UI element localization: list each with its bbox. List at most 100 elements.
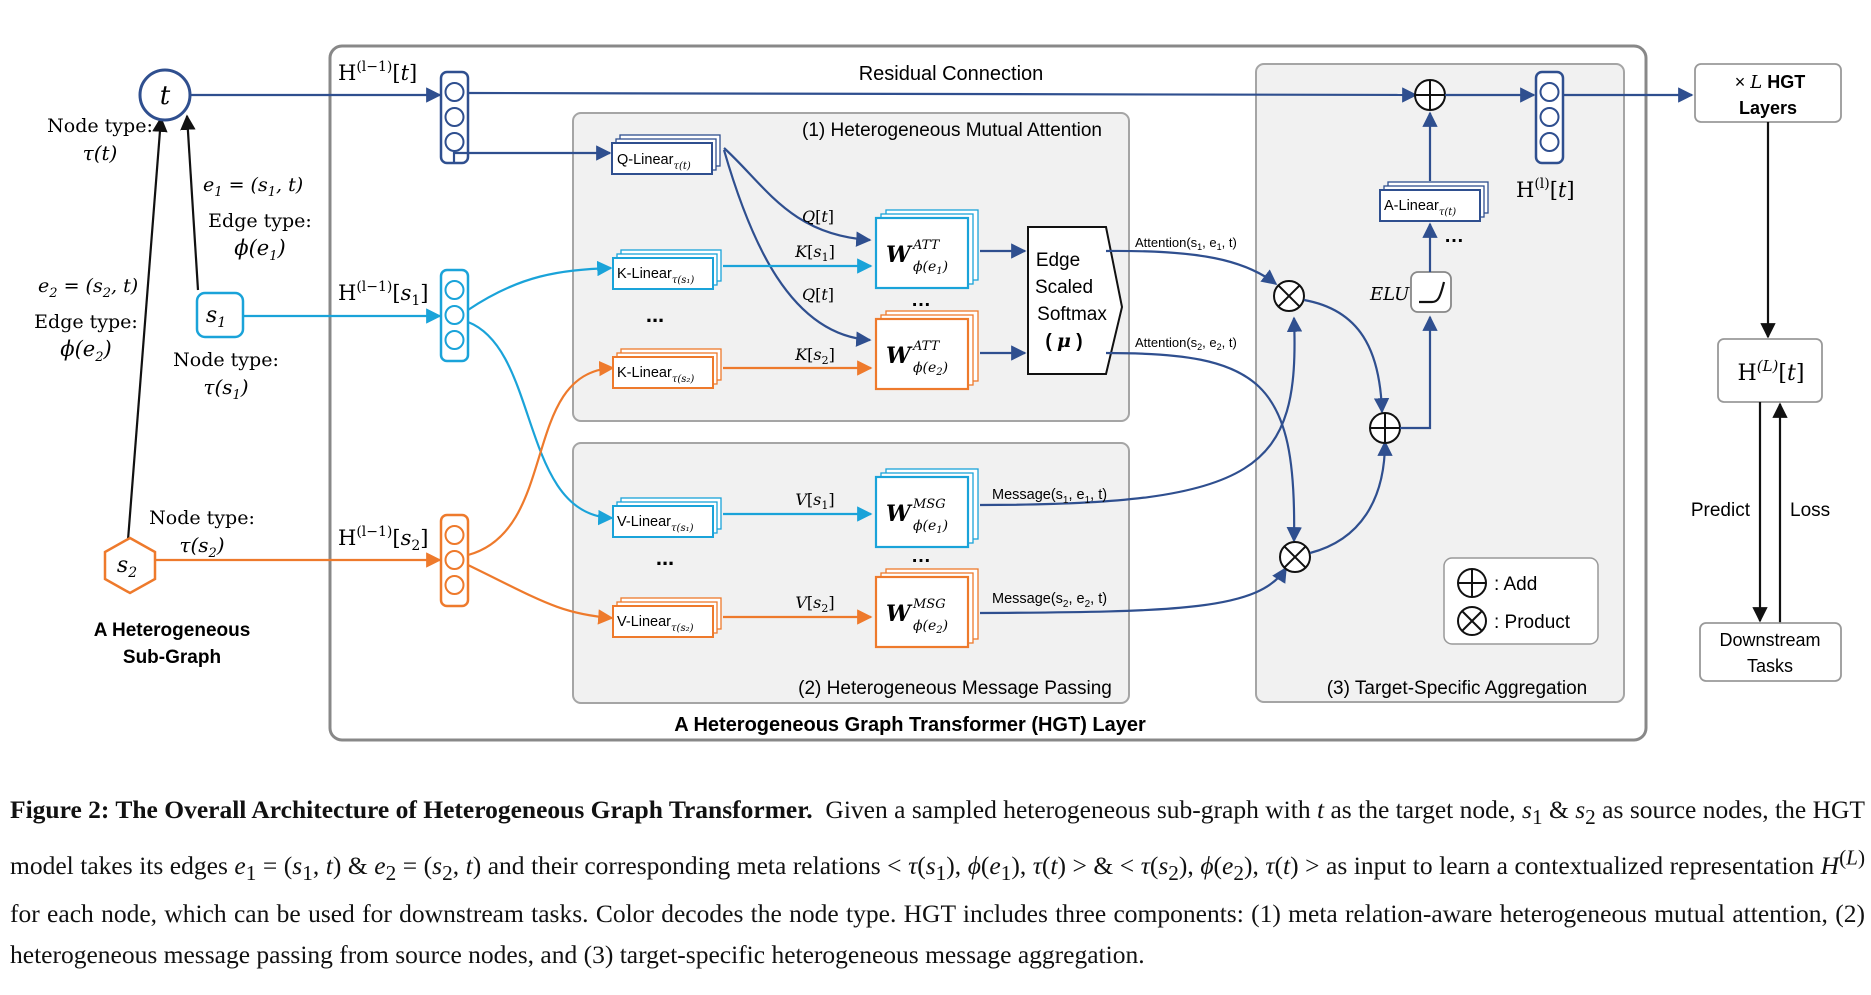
w-att-e2-box: W ATT ϕ(e2)	[874, 310, 979, 391]
s2-node-type-label: Node type:	[149, 507, 255, 529]
q-t-top-label: Q[t]	[802, 207, 834, 226]
softmax-line3: Softmax	[1037, 304, 1107, 325]
a-linear-ellipsis: …	[1444, 225, 1464, 247]
s1-node-type-label: Node type:	[173, 349, 279, 371]
product-icon-1	[1273, 280, 1305, 312]
svg-text:ϕ(e2): ϕ(e2)	[913, 360, 948, 378]
vector-s1	[439, 268, 470, 363]
caption-title: Figure 2: The Overall Architecture of He…	[10, 795, 813, 824]
v-linear-s1-box: V-Linearτ(s₁)	[612, 497, 722, 538]
tasks-line1: Downstream	[1719, 630, 1820, 650]
node-s2	[103, 536, 157, 595]
softmax-line1: Edge	[1036, 250, 1080, 271]
predict-label: Predict	[1691, 500, 1751, 521]
edge-wmsg1-to-product1	[979, 316, 1303, 507]
main-title: A Heterogeneous Graph Transformer (HGT) …	[674, 714, 1146, 736]
s1-node-type-value: τ(s1)	[203, 375, 248, 403]
edge-add-to-elu	[1400, 315, 1438, 430]
elu-box	[1410, 271, 1452, 313]
v-s1-label: V[s1]	[795, 490, 834, 512]
edge-vt-to-qlinear	[452, 145, 612, 163]
subgraph-title-line1: A Heterogeneous	[94, 620, 251, 641]
edge-vs1-to-vlinear1	[467, 320, 614, 526]
edge-product2-to-add	[1309, 440, 1393, 555]
q-linear-box: Q-Linearτ(t)	[611, 134, 721, 175]
edge-softmax-to-product2	[1105, 351, 1302, 543]
svg-text:W: W	[886, 343, 913, 369]
legend-product-label: : Product	[1494, 612, 1571, 633]
add-icon-aggregate	[1369, 412, 1401, 444]
s2-node-type-value: τ(s2)	[179, 533, 224, 561]
v-s2-label: V[s2]	[795, 593, 834, 615]
downstream-tasks-box	[1699, 622, 1842, 682]
q-t-bottom-label: Q[t]	[802, 285, 834, 304]
softmax-line4: ( μ )	[1045, 330, 1082, 352]
legend-add-label: : Add	[1494, 574, 1537, 595]
svg-text:MSG: MSG	[912, 497, 946, 512]
final-embedding-box	[1717, 338, 1823, 403]
layers-line2: Layers	[1739, 98, 1797, 118]
figure-caption: Figure 2: The Overall Architecture of He…	[10, 790, 1865, 976]
e2-definition: e2 = (s2, t)	[38, 275, 138, 301]
k-s2-label: K[s2]	[794, 345, 835, 367]
a-linear-box: A-Linearτ(t)	[1379, 181, 1489, 222]
tasks-line2: Tasks	[1747, 656, 1793, 676]
k-linear-s1-box: K-Linearτ(s₁)	[612, 249, 722, 290]
legend-add-icon	[1457, 568, 1487, 598]
edge-q-to-watt1	[723, 147, 872, 247]
vector-t	[439, 70, 470, 165]
e2-edge-type-label: Edge type:	[34, 311, 138, 333]
attention-panel-title: (1) Heterogeneous Mutual Attention	[802, 120, 1102, 141]
add-icon-residual	[1414, 79, 1446, 111]
attention1-label: Attention(s1, e1, t)	[1135, 235, 1237, 252]
svg-text:W: W	[886, 242, 913, 268]
svg-text:MSG: MSG	[912, 597, 946, 612]
message2-label: Message(s2, e2, t)	[992, 591, 1107, 610]
svg-text:W: W	[886, 501, 913, 527]
w-att-ellipsis: …	[911, 289, 931, 311]
legend-product-icon	[1457, 606, 1487, 636]
svg-text:ATT: ATT	[912, 238, 941, 253]
t-node-type-value: τ(t)	[83, 141, 118, 165]
svg-text:Q-Linearτ(t): Q-Linearτ(t)	[617, 152, 691, 172]
residual-connection-label: Residual Connection	[859, 63, 1044, 85]
product-icon-2	[1279, 541, 1311, 573]
svg-text:ϕ(e1): ϕ(e1)	[913, 259, 948, 277]
w-att-e1-box: W ATT ϕ(e1)	[874, 209, 979, 290]
edge-softmax-to-product1	[1105, 249, 1278, 285]
node-t-label: t	[160, 81, 171, 111]
residual-connection-line	[467, 87, 1418, 103]
vector-s2	[439, 513, 470, 608]
k-s1-label: K[s1]	[794, 242, 835, 264]
edge-vs2-to-klinear2	[467, 360, 615, 557]
edge-scaled-softmax-box	[1027, 226, 1124, 375]
svg-text:W: W	[886, 601, 913, 627]
hgt-architecture-diagram: A Heterogeneous Graph Transformer (HGT) …	[34, 44, 1842, 742]
edge-vs2-to-vlinear2	[467, 564, 614, 625]
caption-body: Given a sampled heterogeneous sub-graph …	[10, 795, 1866, 970]
softmax-line2: Scaled	[1035, 277, 1093, 298]
w-msg-e2-box: W MSG ϕ(e2)	[874, 568, 979, 649]
e1-edge-type-label: Edge type:	[208, 210, 312, 232]
k-linear-s2-box: K-Linearτ(s₂)	[612, 348, 722, 389]
message-panel-title: (2) Heterogeneous Message Passing	[798, 678, 1112, 699]
svg-text:ϕ(e1): ϕ(e1)	[913, 518, 948, 536]
elu-label: ELU	[1369, 284, 1410, 305]
svg-text:A-Linearτ(t): A-Linearτ(t)	[1384, 198, 1456, 218]
edge-product1-to-add	[1303, 298, 1390, 414]
edge-s1-to-t	[180, 114, 200, 291]
w-msg-ellipsis: …	[911, 545, 931, 567]
e1-edge-type-value: ϕ(e1)	[234, 236, 285, 264]
elu-icon	[1419, 281, 1446, 304]
k-linear-ellipsis: ...	[646, 302, 664, 327]
vector-output	[1534, 70, 1565, 165]
svg-text:ATT: ATT	[912, 339, 941, 354]
svg-text:ϕ(e2): ϕ(e2)	[913, 618, 948, 636]
v-linear-s2-box: V-Linearτ(s₂)	[612, 597, 722, 638]
v-linear-ellipsis: ...	[656, 545, 674, 570]
subgraph-title-line2: Sub-Graph	[123, 647, 221, 668]
t-node-type-label: Node type:	[47, 115, 153, 137]
w-msg-e1-box: W MSG ϕ(e1)	[874, 468, 979, 549]
edge-q-to-watt2	[722, 149, 872, 347]
edge-wmsg2-to-product2	[979, 566, 1287, 615]
